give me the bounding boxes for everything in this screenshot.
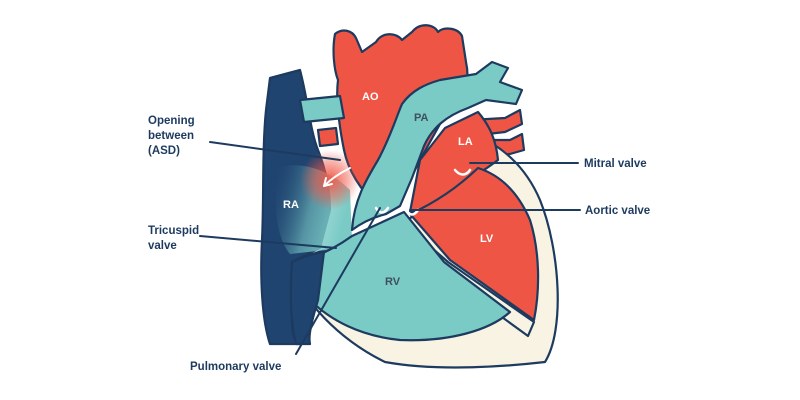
asd-flow-arrow-icon	[323, 167, 351, 187]
callout-opening-line2: between	[148, 130, 194, 142]
inferior-vena-cava	[289, 250, 326, 346]
leader-opening	[209, 141, 341, 161]
callout-tricuspid-line1: Tricuspid	[148, 225, 199, 237]
label-la: LA	[458, 136, 473, 148]
leader-lines	[199, 141, 581, 355]
callout-mitral: Mitral valve	[584, 158, 647, 170]
pulmonary-valve-marker	[374, 206, 390, 214]
pulmonary-artery	[350, 60, 524, 232]
label-rv: RV	[385, 276, 401, 288]
aortic-valve-marker	[404, 208, 420, 216]
label-lv: LV	[480, 233, 494, 245]
valve-markers	[374, 168, 472, 216]
leader-pulmonary	[295, 207, 381, 355]
label-ao: AO	[362, 91, 379, 103]
callout-opening-line3: (ASD)	[148, 145, 180, 157]
pulmonary-vein-left	[316, 126, 340, 148]
leader-tricuspid	[199, 235, 337, 249]
callout-opening-line1: Opening	[148, 115, 195, 127]
mitral-valve-marker	[453, 168, 472, 176]
left-ventricle	[408, 166, 540, 322]
callout-pulmonary: Pulmonary valve	[190, 361, 281, 373]
label-pa: PA	[414, 112, 429, 124]
callout-tricuspid-line2: valve	[148, 240, 177, 252]
label-ra: RA	[283, 199, 299, 211]
pulmonary-artery-branch	[298, 94, 346, 124]
callout-aortic: Aortic valve	[585, 205, 650, 217]
